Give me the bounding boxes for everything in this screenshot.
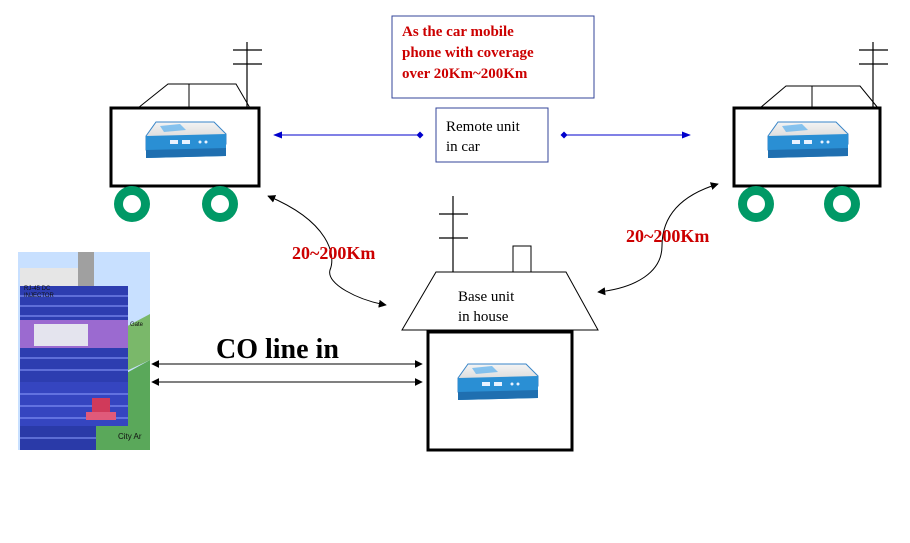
left-car <box>109 42 262 222</box>
base-unit-line-2: in house <box>458 309 509 325</box>
left-car-device-icon <box>145 121 227 159</box>
remote-unit-line-2: in car <box>446 139 480 155</box>
house-roof <box>401 271 599 331</box>
building-label-side: Gate <box>130 322 144 328</box>
base-unit-label: Base unit in house <box>458 287 558 327</box>
co-line-label: CO line in <box>216 334 339 365</box>
right-car-roof <box>759 85 879 109</box>
distance-label-right: 20~200Km <box>626 226 710 246</box>
left-car-antenna-icon <box>233 42 262 108</box>
remote-unit-label: Remote unit in car <box>446 117 546 157</box>
remote-unit-line-1: Remote unit <box>446 119 520 135</box>
building-label-top: RJ-45 DC INJECTOR <box>24 286 54 299</box>
coverage-note-line-1: As the car mobile <box>402 24 514 40</box>
distance-label-left: 20~200Km <box>292 243 376 263</box>
right-distance-arc <box>597 182 719 296</box>
coverage-note-box <box>391 15 595 99</box>
coverage-note: As the car mobile phone with coverage ov… <box>402 22 582 85</box>
remote-unit-box <box>435 107 549 163</box>
house <box>401 196 599 452</box>
base-unit-box <box>426 330 574 452</box>
house-chimney <box>512 245 532 273</box>
coverage-note-line-2: phone with coverage <box>402 45 534 61</box>
right-car <box>732 42 888 222</box>
base-unit-device-icon <box>457 363 539 401</box>
coverage-note-line-3: over 20Km~200Km <box>402 66 528 82</box>
office-building-illustration <box>18 252 150 450</box>
building-label-bottom: City Ar <box>118 432 142 441</box>
right-car-device-icon <box>767 121 849 159</box>
left-distance-arc <box>267 195 387 308</box>
right-car-antenna-icon <box>859 42 888 108</box>
house-antenna-icon <box>439 196 468 272</box>
left-car-roof <box>137 83 251 109</box>
base-unit-line-1: Base unit <box>458 289 515 305</box>
